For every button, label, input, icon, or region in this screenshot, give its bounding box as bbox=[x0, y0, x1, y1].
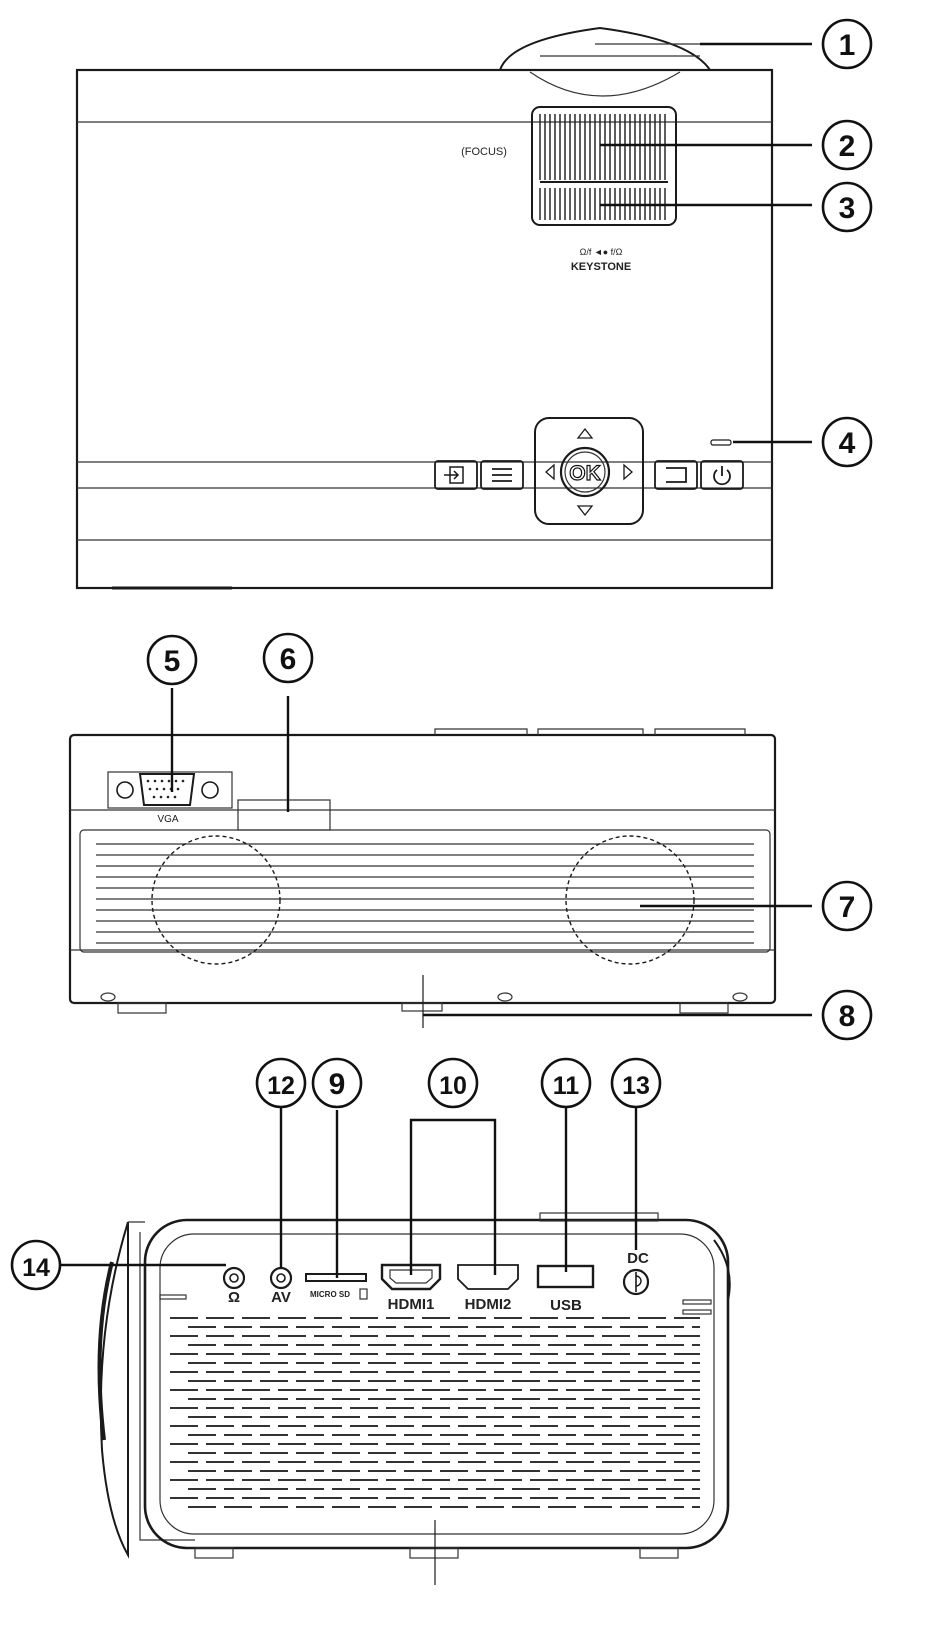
headphone-label: Ω bbox=[228, 1289, 240, 1306]
return-button[interactable] bbox=[654, 460, 698, 490]
hdmi1-label: HDMI1 bbox=[388, 1296, 435, 1313]
callout-10: 10 bbox=[427, 1057, 479, 1109]
ir-receiver bbox=[237, 799, 331, 831]
top-view-body bbox=[75, 68, 774, 590]
side-view-body bbox=[68, 733, 777, 1005]
svg-text:7: 7 bbox=[839, 891, 856, 924]
callout-5: 5 bbox=[146, 634, 198, 686]
hdmi1-port bbox=[380, 1263, 442, 1291]
arrow-right-icon[interactable] bbox=[623, 463, 633, 481]
menu-icon bbox=[492, 468, 512, 482]
svg-text:11: 11 bbox=[553, 1072, 580, 1100]
indicator-led bbox=[710, 439, 732, 446]
callout-4: 4 bbox=[821, 416, 873, 468]
control-panel: OK bbox=[434, 417, 744, 525]
callout-6: 6 bbox=[262, 632, 314, 684]
callout-14: 14 bbox=[10, 1239, 62, 1291]
micro-sd-label: MICRO SD bbox=[310, 1290, 350, 1299]
rear-view: Ω AV MICRO SD HDMI1 HDMI2 USB DC bbox=[97, 1212, 731, 1585]
callout-1: 1 bbox=[821, 18, 873, 70]
keystone-wheel bbox=[539, 188, 666, 220]
svg-text:6: 6 bbox=[280, 643, 297, 676]
return-icon bbox=[666, 467, 687, 483]
svg-text:5: 5 bbox=[164, 645, 181, 678]
callout-11: 11 bbox=[540, 1057, 592, 1109]
side-view: VGA bbox=[68, 728, 777, 1028]
hdmi2-label: HDMI2 bbox=[465, 1296, 512, 1313]
focus-wheel bbox=[531, 106, 677, 226]
svg-text:9: 9 bbox=[329, 1068, 346, 1101]
svg-text:3: 3 bbox=[839, 192, 856, 225]
callout-2: 2 bbox=[821, 119, 873, 171]
arrow-left-icon[interactable] bbox=[545, 463, 555, 481]
ok-label: OK bbox=[569, 462, 601, 485]
usb-label: USB bbox=[550, 1297, 582, 1314]
power-icon bbox=[713, 466, 731, 486]
adjustable-feet bbox=[100, 975, 748, 1028]
source-icon bbox=[444, 466, 464, 484]
callouts: 1 2 3 4 5 6 7 8 bbox=[10, 18, 873, 1291]
lens bbox=[498, 26, 712, 97]
hdmi2-port bbox=[457, 1264, 519, 1290]
rear-vent-grille bbox=[170, 1317, 700, 1508]
top-view: (FOCUS) Ω/f ◄● f/Ω KEYSTONE OK bbox=[75, 26, 774, 590]
dc-label: DC bbox=[627, 1250, 649, 1267]
arrow-down-icon[interactable] bbox=[576, 505, 594, 517]
focus-label: (FOCUS) bbox=[461, 146, 507, 158]
dc-jack bbox=[622, 1268, 650, 1296]
keystone-label: KEYSTONE bbox=[571, 261, 631, 273]
av-label: AV bbox=[271, 1289, 291, 1306]
svg-text:10: 10 bbox=[439, 1072, 467, 1100]
callout-9: 9 bbox=[311, 1057, 363, 1109]
arrow-up-icon[interactable] bbox=[576, 427, 594, 439]
callout-8: 8 bbox=[821, 989, 873, 1041]
keystone-scale-label: Ω/f ◄● f/Ω bbox=[580, 247, 623, 257]
callout-3: 3 bbox=[821, 181, 873, 233]
svg-text:14: 14 bbox=[22, 1254, 50, 1282]
dpad[interactable] bbox=[534, 417, 644, 525]
vga-label: VGA bbox=[157, 814, 178, 825]
headphone-jack bbox=[222, 1266, 246, 1290]
svg-text:13: 13 bbox=[622, 1072, 650, 1100]
svg-text:2: 2 bbox=[839, 130, 856, 163]
menu-button[interactable] bbox=[480, 460, 524, 490]
vga-port bbox=[107, 771, 233, 809]
callout-13: 13 bbox=[610, 1057, 662, 1109]
svg-text:8: 8 bbox=[839, 1000, 856, 1033]
svg-text:1: 1 bbox=[839, 29, 856, 62]
av-jack bbox=[269, 1266, 293, 1290]
side-vent bbox=[79, 829, 771, 965]
svg-text:4: 4 bbox=[839, 427, 856, 460]
callout-12: 12 bbox=[255, 1057, 307, 1109]
ok-button[interactable] bbox=[559, 446, 611, 498]
power-button[interactable] bbox=[700, 460, 744, 490]
svg-text:12: 12 bbox=[267, 1072, 295, 1100]
source-button[interactable] bbox=[434, 460, 478, 490]
callout-7: 7 bbox=[821, 880, 873, 932]
